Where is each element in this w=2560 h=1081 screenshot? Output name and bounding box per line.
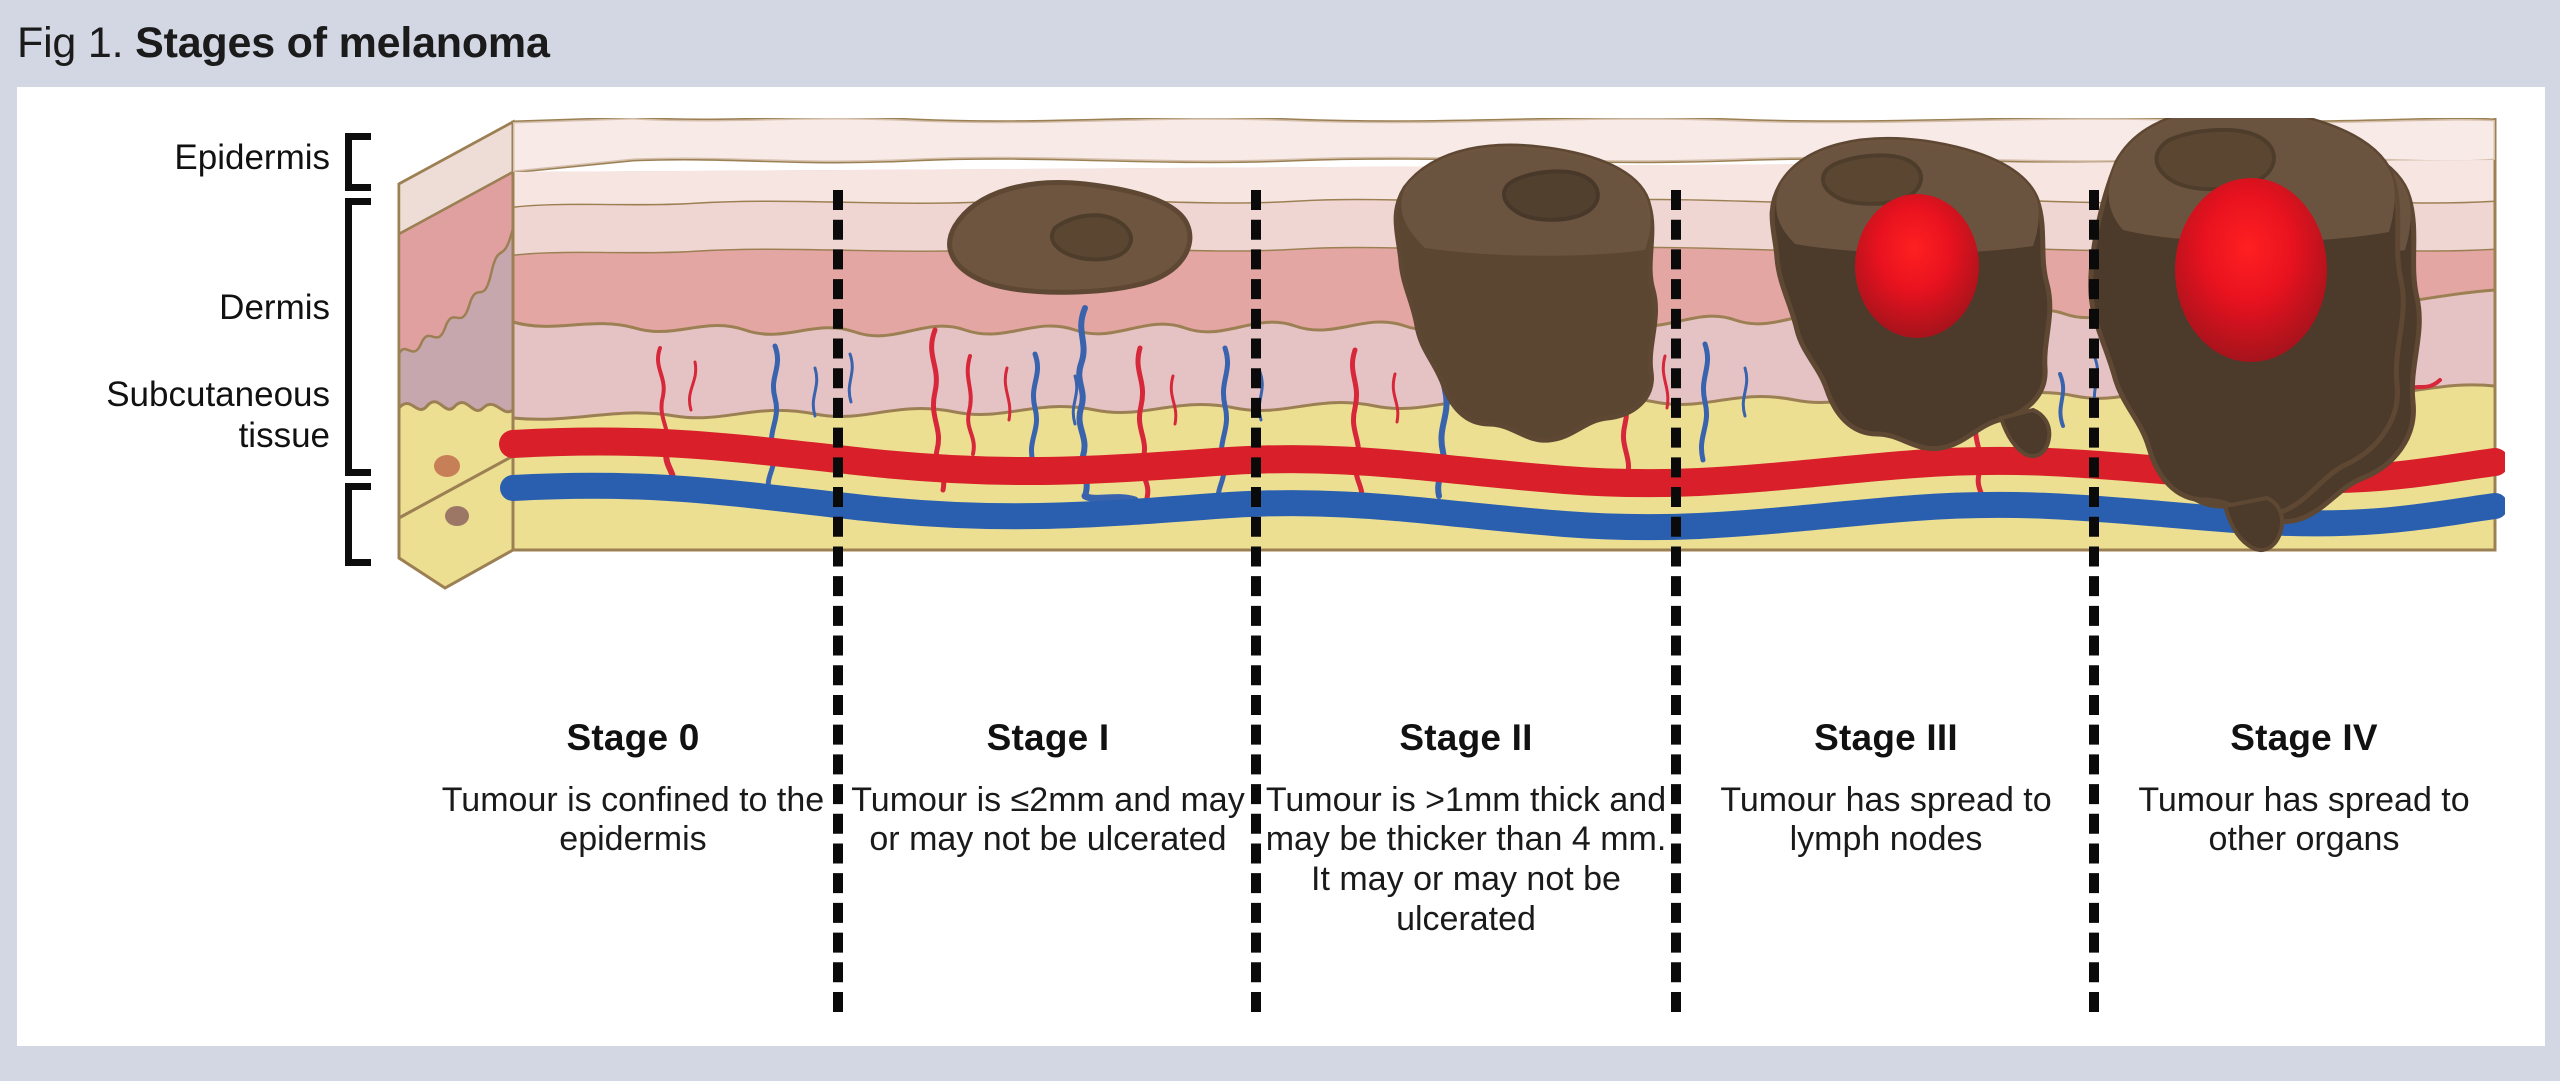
layer-label-dermis: Dermis — [219, 288, 330, 327]
stage-title-0: Stage 0 — [566, 717, 700, 758]
stage-title-3: Stage III — [1814, 717, 1958, 758]
layer-label-epidermis: Epidermis — [174, 138, 330, 177]
stage-description-0: Tumour is confined to the epidermis — [441, 780, 825, 859]
stage-column-2: Stage II Tumour is >1mm thick and may be… — [1261, 717, 1671, 940]
stage-column-4: Stage IV Tumour has spread to other orga… — [2099, 717, 2509, 860]
bracket-dermis — [345, 198, 371, 476]
layer-label-subcutaneous-tissue: Subcutaneous tissue — [106, 375, 330, 455]
tumour-stage-2 — [1769, 136, 2053, 452]
tumour-stage-0 — [947, 180, 1193, 295]
stage-column-1: Stage I Tumour is ≤2mm and may or may no… — [843, 717, 1253, 860]
stage-title-2: Stage II — [1399, 717, 1533, 758]
tumour-stage-1 — [1393, 143, 1658, 443]
skin-cross-section-illustration — [395, 118, 2505, 708]
bracket-subcutaneous-tissue — [345, 483, 371, 566]
tumour-stage-4-shape — [2088, 118, 2406, 518]
stage-description-2: Tumour is >1mm thick and may be thicker … — [1265, 780, 1667, 938]
ulcer-stage-2 — [1855, 194, 1979, 338]
stage-divider-4 — [2089, 190, 2099, 1012]
stage-description-4: Tumour has spread to other organs — [2138, 780, 2470, 859]
figure-title: Stages of melanoma — [135, 18, 550, 67]
tumour-roots — [1998, 407, 2284, 552]
stage-divider-2 — [1251, 190, 1261, 1012]
stage-divider-3 — [1671, 190, 1681, 1012]
figure-caption: Fig 1. Stages of melanoma — [17, 4, 550, 82]
stage-title-4: Stage IV — [2230, 717, 2378, 758]
ulcer-stage-4 — [2175, 178, 2327, 362]
stage-column-3: Stage III Tumour has spread to lymph nod… — [1681, 717, 2091, 860]
stage-column-0: Stage 0 Tumour is confined to the epider… — [423, 717, 843, 860]
block-side-face — [397, 119, 517, 590]
stage-description-3: Tumour has spread to lymph nodes — [1720, 780, 2052, 859]
stage-divider-1 — [833, 190, 843, 1012]
figure-number: Fig 1. — [17, 18, 136, 67]
bracket-epidermis — [345, 133, 371, 191]
stage-title-1: Stage I — [986, 717, 1110, 758]
stage-description-1: Tumour is ≤2mm and may or may not be ulc… — [851, 780, 1245, 859]
